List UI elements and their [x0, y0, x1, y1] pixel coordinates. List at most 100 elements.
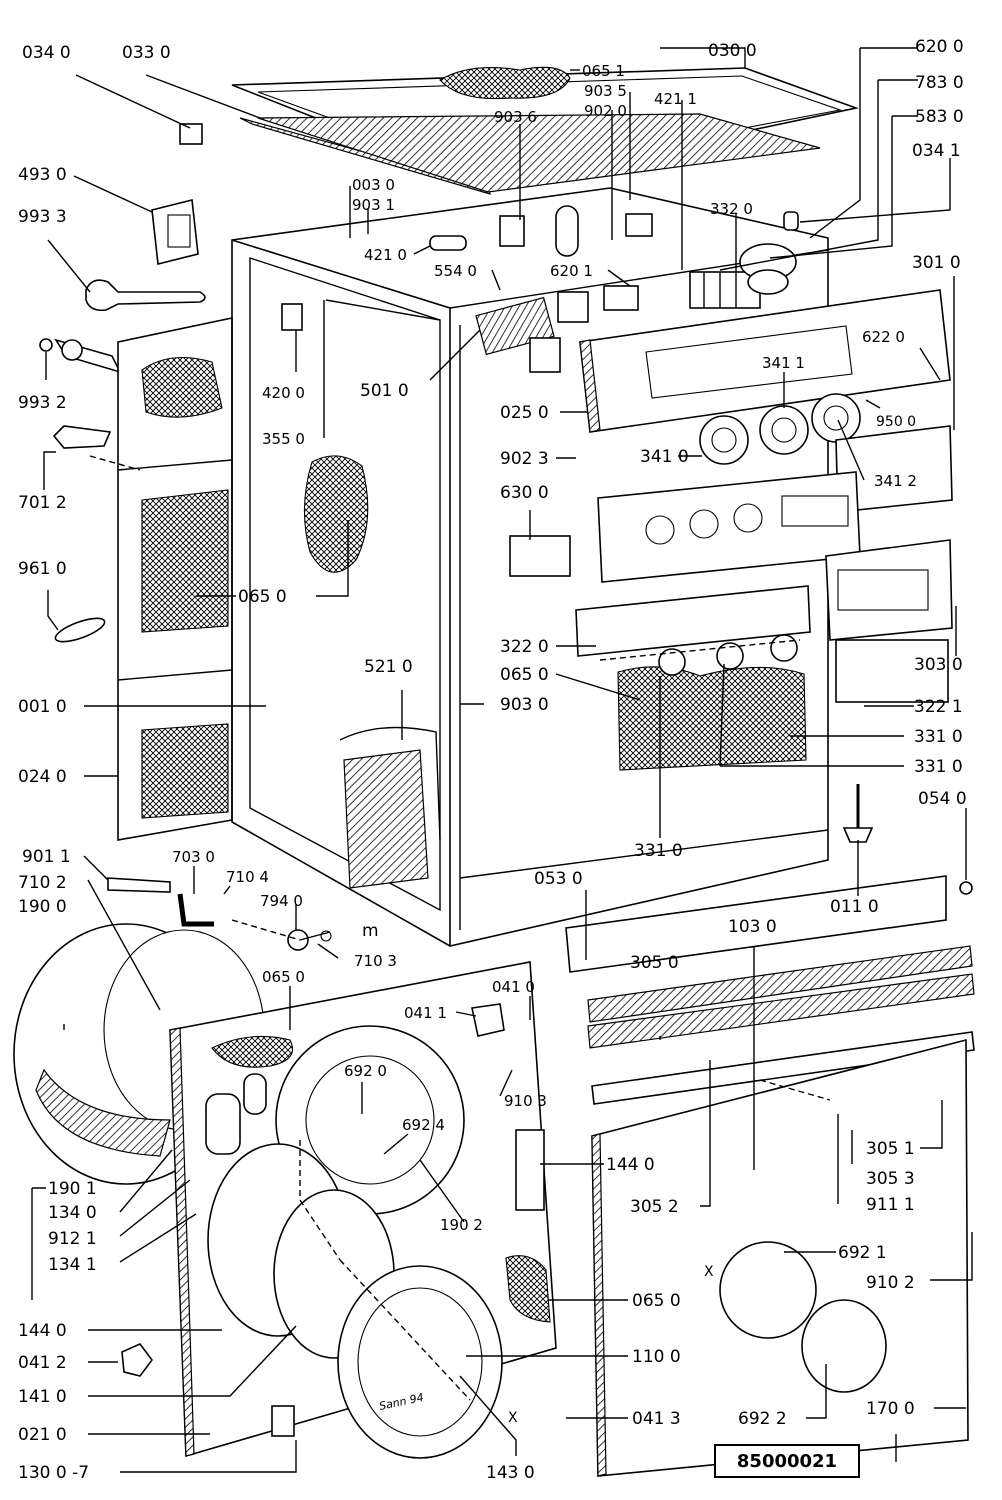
- label-710-3: 710 3: [354, 952, 397, 970]
- label-103-0: 103 0: [728, 917, 777, 937]
- part-labels: 034 0 033 0 030 0 620 0 783 0 583 0 034 …: [18, 37, 967, 1483]
- label-065-1: 065 1: [582, 62, 625, 80]
- label-041-3: 041 3: [632, 1409, 681, 1429]
- label-033-0: 033 0: [122, 43, 171, 63]
- label-025-0: 025 0: [500, 403, 549, 423]
- label-692-0: 692 0: [344, 1062, 387, 1080]
- label-493-0: 493 0: [18, 165, 67, 185]
- label-902-0: 902 0: [584, 102, 627, 120]
- label-041-1: 041 1: [404, 1004, 447, 1022]
- label-034-0: 034 0: [22, 43, 71, 63]
- label-903-5: 903 5: [584, 82, 627, 100]
- label-143-0: 143 0: [486, 1463, 535, 1483]
- label-910-2: 910 2: [866, 1273, 915, 1293]
- label-701-2: 701 2: [18, 493, 67, 513]
- lid-gasket: [257, 113, 821, 193]
- label-341-0: 341 0: [640, 447, 689, 467]
- label-794-0: 794 0: [260, 892, 303, 910]
- label-421-0: 421 0: [364, 246, 407, 264]
- label-783-0: 783 0: [915, 73, 964, 93]
- label-331-0-a: 331 0: [914, 727, 963, 747]
- bracket-part: [179, 123, 203, 145]
- label-024-0: 024 0: [18, 767, 67, 787]
- label-710-4: 710 4: [226, 868, 269, 886]
- label-054-0: 054 0: [918, 789, 967, 809]
- label-003-0: 003 0: [352, 176, 395, 194]
- screw-054: [959, 881, 973, 895]
- label-053-0: 053 0: [534, 869, 583, 889]
- label-902-3: 902 3: [500, 449, 549, 469]
- label-421-1: 421 1: [654, 90, 697, 108]
- label-110-0: 110 0: [632, 1347, 681, 1367]
- label-065-0-c: 065 0: [262, 968, 305, 986]
- rear-panel: [117, 317, 233, 841]
- label-950-0: 950 0: [876, 414, 916, 430]
- label-305-1: 305 1: [866, 1139, 915, 1159]
- hose-clip: [52, 425, 112, 449]
- label-190-0: 190 0: [18, 897, 67, 917]
- label-065-0-b: 065 0: [500, 665, 549, 685]
- label-190-1: 190 1: [48, 1179, 97, 1199]
- front-service-panel: [591, 1038, 969, 1477]
- label-144-0-b: 144 0: [18, 1321, 67, 1341]
- label-m: m: [362, 921, 379, 941]
- control-module: [151, 199, 199, 265]
- front-panel: [169, 961, 557, 1459]
- label-692-2: 692 2: [738, 1409, 787, 1429]
- control-panel-assembly: [575, 289, 953, 771]
- label-630-0: 630 0: [500, 483, 549, 503]
- label-521-0: 521 0: [364, 657, 413, 677]
- label-x-a: X: [704, 1264, 714, 1280]
- reference-number: 85000021: [714, 1444, 860, 1478]
- leveling-foot: [842, 784, 874, 843]
- label-903-1: 903 1: [352, 196, 395, 214]
- label-901-1: 901 1: [22, 847, 71, 867]
- small-parts: [107, 877, 505, 1377]
- label-130-0-7: 130 0 -7: [18, 1463, 89, 1483]
- label-903-0: 903 0: [500, 695, 549, 715]
- label-065-0-a: 065 0: [238, 587, 287, 607]
- label-134-0: 134 0: [48, 1203, 97, 1223]
- label-021-0: 021 0: [18, 1425, 67, 1445]
- label-134-1: 134 1: [48, 1255, 97, 1275]
- label-993-2: 993 2: [18, 393, 67, 413]
- label-301-0: 301 0: [912, 253, 961, 273]
- label-961-0: 961 0: [18, 559, 67, 579]
- label-305-0: 305 0: [630, 953, 679, 973]
- label-011-0: 011 0: [830, 897, 879, 917]
- label-001-0: 001 0: [18, 697, 67, 717]
- label-692-4: 692 4: [402, 1116, 445, 1134]
- label-030-0: 030 0: [708, 41, 757, 61]
- label-620-0: 620 0: [915, 37, 964, 57]
- label-170-0: 170 0: [866, 1399, 915, 1419]
- transport-bolt: [39, 338, 122, 374]
- label-620-1: 620 1: [550, 262, 593, 280]
- label-501-0: 501 0: [360, 381, 409, 401]
- label-622-0: 622 0: [862, 328, 905, 346]
- label-303-0: 303 0: [914, 655, 963, 675]
- label-703-0: 703 0: [172, 848, 215, 866]
- label-332-0: 332 0: [710, 200, 753, 218]
- label-554-0: 554 0: [434, 262, 477, 280]
- leader-lines: [31, 47, 973, 1473]
- label-190-2: 190 2: [440, 1216, 483, 1234]
- label-911-1: 911 1: [866, 1195, 915, 1215]
- label-993-3: 993 3: [18, 207, 67, 227]
- plinth-panel: [565, 875, 947, 973]
- label-341-2: 341 2: [874, 472, 917, 490]
- label-420-0: 420 0: [262, 384, 305, 402]
- label-041-0: 041 0: [492, 978, 535, 996]
- label-710-2: 710 2: [18, 873, 67, 893]
- spanner-tool: [85, 279, 206, 312]
- label-x-b: X: [508, 1410, 518, 1426]
- trim-strips: [587, 945, 975, 1105]
- label-305-3: 305 3: [866, 1169, 915, 1189]
- seal-ring: [54, 617, 106, 643]
- label-331-0-c: 331 0: [634, 841, 683, 861]
- label-355-0: 355 0: [262, 430, 305, 448]
- label-322-0: 322 0: [500, 637, 549, 657]
- label-144-0-a: 144 0: [606, 1155, 655, 1175]
- label-305-2: 305 2: [630, 1197, 679, 1217]
- label-331-0-b: 331 0: [914, 757, 963, 777]
